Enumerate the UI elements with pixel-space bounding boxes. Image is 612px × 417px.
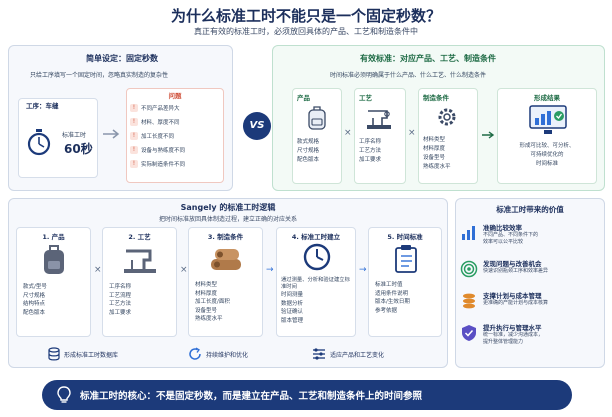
problem-item: !加工长度不同 (130, 129, 222, 143)
value-item: 支撑计划与成本管理 更准确的产能计划与成本核算 (460, 290, 600, 324)
refresh-icon (189, 347, 201, 360)
simple-setting-desc: 只给工序填写一个固定时间，忽略真实制造的复杂性 (30, 72, 169, 79)
warning-icon: ! (130, 146, 138, 154)
warning-icon: ! (130, 104, 138, 112)
problem-item: !不同产品差异大 (130, 101, 222, 115)
std-time-label: 标准工时 (62, 132, 87, 139)
sewing-machine-icon (124, 249, 156, 273)
coins-icon (463, 293, 475, 309)
backpack-icon (308, 106, 326, 130)
clock-icon (303, 243, 331, 271)
shield-check-icon (462, 325, 476, 341)
step-standard: 5. 时间标准 标准工时值 适用条件说明 版本/生效日期 参考依据 (368, 227, 442, 337)
vs-badge: VS (243, 112, 271, 140)
multiply-icon: × (408, 128, 416, 138)
step-process: 2. 工艺 工序名称 工艺流程 工艺方法 加工要求 (102, 227, 177, 337)
database-icon (48, 347, 60, 361)
problem-list: !不同产品差异大 !材料、厚度不同 !加工长度不同 !设备与熟练度不同 !实际制… (130, 101, 222, 171)
sliders-icon (313, 348, 325, 360)
category-conditions: 制造条件 材料类型 材料厚度 设备型号 熟练度水平 (418, 88, 478, 184)
step-conditions: 3. 制造条件 材料类型 材料厚度 加工长度/面积 设备型号 熟练度水平 (188, 227, 263, 337)
arrow-right-icon: → (266, 265, 274, 275)
core-banner-text: 标准工时的核心：不是固定秒数，而是建立在产品、工艺和制造条件上的时间参照 (80, 391, 423, 402)
value-item: 准确比较效率 不同产品、不同条件下的 效率可以公平比较 (460, 222, 600, 256)
arrow-right-icon: → (359, 265, 367, 275)
maintain-item: 持续维护和优化 (188, 345, 248, 363)
std-time-value: 60秒 (64, 142, 93, 156)
problem-item: !设备与熟练度不同 (130, 143, 222, 157)
value-title: 标准工时带来的价值 (496, 205, 564, 214)
backpack-icon (44, 245, 64, 274)
arrow-right-icon (103, 129, 120, 139)
bar-chart-icon (462, 226, 475, 240)
category-process: 工艺 工序名称 工艺方法 加工要求 (354, 88, 406, 184)
adapt-item: 适应产品和工艺变化 (312, 345, 384, 363)
worker-label: 工序：车缝 (26, 102, 59, 110)
arrow-right-icon (482, 131, 495, 139)
multiply-icon: × (344, 128, 352, 138)
lightbulb-icon (57, 386, 71, 403)
target-icon (460, 260, 478, 278)
step-product: 1. 产品 款式/型号 尺寸规格 结构特点 配色版本 (16, 227, 91, 337)
core-banner: 标准工时的核心：不是固定秒数，而是建立在产品、工艺和制造条件上的时间参照 (42, 380, 572, 410)
problem-item: !材料、厚度不同 (130, 115, 222, 129)
value-item: 发现问题与改善机会 快速识别瓶颈工序和效率差异 (460, 258, 600, 292)
effective-standard-title: 有效标准：对应产品、工艺、制造条件 (360, 54, 496, 63)
problem-card (126, 88, 224, 183)
warning-icon: ! (130, 160, 138, 168)
gear-icon (438, 108, 456, 126)
multiply-icon: × (180, 265, 188, 275)
stopwatch-icon (27, 129, 51, 156)
warning-icon: ! (130, 132, 138, 140)
clipboard-icon (395, 245, 417, 273)
simple-setting-title: 简单设定：固定秒数 (86, 54, 158, 63)
step-establish: 4. 标准工时建立 通过测量、分析和验证建立标准时间 时间测量 数据分析 验证确… (276, 227, 356, 337)
problem-title: 问题 (168, 92, 182, 100)
logic-desc: 把时间标准放回具体制造过程，建立正确的对应关系 (158, 216, 297, 223)
page-subtitle: 真正有效的标准工时，必须放回具体的产品、工艺和制造条件中 (194, 27, 418, 36)
value-panel (455, 198, 605, 368)
sewing-machine-icon (367, 110, 391, 129)
value-item: 提升执行与管理水平 统一标准，减少沟通成本， 提升整体管理能力 (460, 322, 600, 356)
logic-title: Sangely 的标准工时逻辑 (180, 203, 276, 212)
category-result: 形成结果 形成可比较、可分析、 可持续优化的 时间标准 (497, 88, 597, 184)
material-rolls-icon (211, 249, 241, 270)
page-title: 为什么标准工时不能只是一个固定秒数？ (170, 7, 441, 25)
warning-icon: ! (130, 118, 138, 126)
category-product: 产品 款式规格 尺寸规格 配色版本 (292, 88, 342, 184)
problem-item: !实际制造条件不同 (130, 157, 222, 171)
multiply-icon: × (94, 265, 102, 275)
database-item: 形成标准工时数据库 (48, 345, 118, 363)
dashboard-monitor-icon (529, 105, 567, 134)
effective-standard-desc: 时间标准必须明确属于什么产品、什么工艺、什么制造条件 (330, 72, 487, 79)
